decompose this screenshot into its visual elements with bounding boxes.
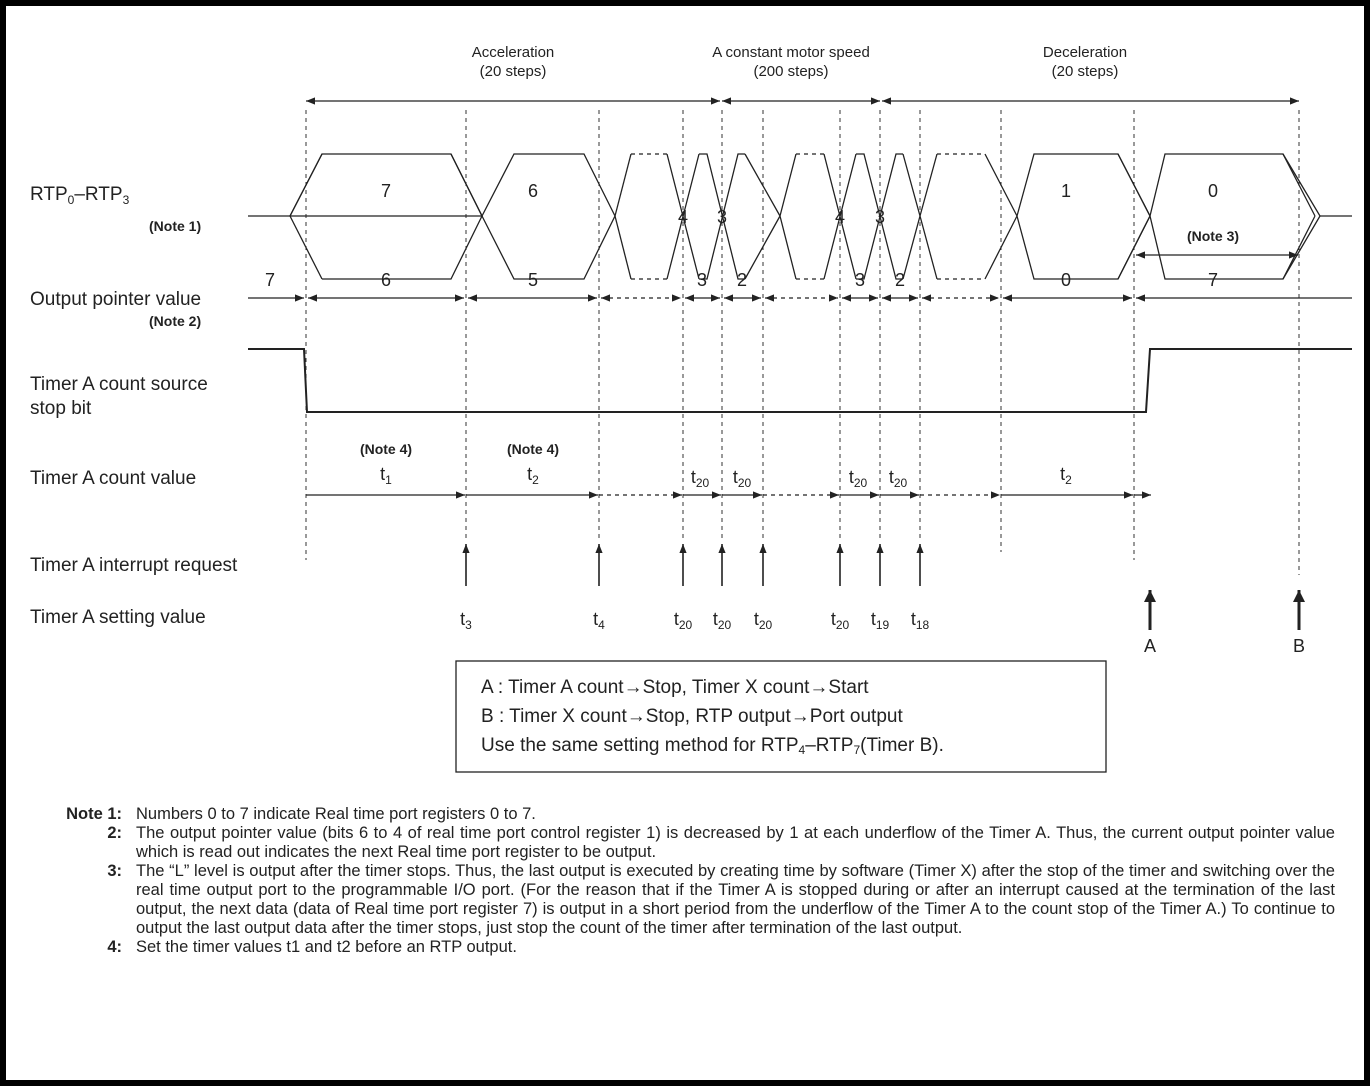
irq-row-label: Timer A interrupt request (30, 555, 238, 576)
phase-constant-steps: (200 steps) (753, 63, 828, 80)
rtp-value-1: 1 (1061, 181, 1071, 201)
count-t20-label-4: t20 (889, 467, 908, 490)
note-1-text: Numbers 0 to 7 indicate Real time port r… (136, 805, 536, 823)
rtp-value-4a: 4 (678, 207, 688, 227)
setting-value-t4: t4 (593, 609, 605, 632)
note-4-text: Set the timer values t1 and t2 before an… (136, 938, 517, 956)
phase-acceleration-title: Acceleration (472, 44, 555, 61)
note-2-number: 2: (107, 824, 122, 842)
pointer-value-3a: 3 (697, 270, 707, 290)
count-t20-label-3: t20 (849, 467, 868, 490)
count-labels: (Note 4) (Note 4) t1 t2 t20 t20 t20 t20 … (360, 441, 1072, 490)
setting-value-t19: t19 (871, 609, 890, 632)
note3-label: (Note 3) (1187, 228, 1239, 244)
stopbit-row-label-1: Timer A count source (30, 374, 208, 395)
pointer-value-2b: 2 (895, 270, 905, 290)
note-1-number: Note 1: (66, 805, 122, 823)
marker-arrows (1144, 590, 1305, 630)
marker-b-label: B (1293, 636, 1305, 656)
footnotes: Note 1: Numbers 0 to 7 indicate Real tim… (60, 805, 1335, 957)
rtp-value-6: 6 (528, 181, 538, 201)
legend-box (455, 660, 1107, 773)
rtp-row-label: RTP0–RTP3 (30, 184, 130, 207)
rtp-waveform (248, 153, 1352, 280)
pointer-value-3b: 3 (855, 270, 865, 290)
phase-constant-title: A constant motor speed (712, 44, 870, 61)
rtp-value-4b: 4 (835, 207, 845, 227)
setting-row-label: Timer A setting value (30, 607, 206, 628)
count-t2-label-decel: t2 (1060, 464, 1072, 487)
note-3-text: The “L” level is output after the timer … (136, 862, 1335, 937)
pointer-value-7a: 7 (265, 270, 275, 290)
count-t20-label-2: t20 (733, 467, 752, 490)
rtp-value-3a: 3 (717, 207, 727, 227)
phase-deceleration-title: Deceleration (1043, 44, 1127, 61)
setting-value-t20-1: t20 (674, 609, 693, 632)
count-t20-label-1: t20 (691, 467, 710, 490)
pointer-value-5: 5 (528, 270, 538, 290)
legend-line-b: B : Timer X count→Stop, RTP output→Port … (481, 706, 903, 727)
stopbit-waveform (248, 348, 1352, 413)
rtp-values: 7 6 4 3 4 3 1 0 (381, 181, 1218, 227)
phase-acceleration-steps: (20 steps) (480, 63, 547, 80)
setting-value-t20-4: t20 (831, 609, 850, 632)
rtp-value-0: 0 (1208, 181, 1218, 201)
note-4: 4: Set the timer values t1 and t2 before… (60, 938, 1335, 957)
legend-line-a: A : Timer A count→Stop, Timer X count→St… (481, 677, 869, 698)
setting-values: t3 t4 t20 t20 t20 t20 t19 t18 (460, 609, 929, 632)
note-3-number: 3: (107, 862, 122, 880)
count-t2-label: t2 (527, 464, 539, 487)
note-1: Note 1: Numbers 0 to 7 indicate Real tim… (60, 805, 1335, 824)
pointer-value-6: 6 (381, 270, 391, 290)
pointer-value-2a: 2 (737, 270, 747, 290)
count-t1-label: t1 (380, 464, 392, 487)
note4-label-t1: (Note 4) (360, 441, 412, 457)
note4-label-t2: (Note 4) (507, 441, 559, 457)
setting-value-t3: t3 (460, 609, 472, 632)
count-row-label: Timer A count value (30, 468, 196, 489)
interrupt-arrows (462, 544, 924, 586)
note-2-text: The output pointer value (bits 6 to 4 of… (136, 824, 1335, 861)
rtp-note1-label: (Note 1) (149, 218, 201, 234)
note-3: 3: The “L” level is output after the tim… (60, 862, 1335, 938)
pointer-value-7b: 7 (1208, 270, 1218, 290)
marker-a-label: A (1144, 636, 1156, 656)
setting-value-t20-2: t20 (713, 609, 732, 632)
pointer-row-label: Output pointer value (30, 289, 201, 310)
setting-value-t20-3: t20 (754, 609, 773, 632)
rtp-value-3b: 3 (875, 207, 885, 227)
rtp-value-7: 7 (381, 181, 391, 201)
setting-value-t18: t18 (911, 609, 930, 632)
phase-headers: Acceleration (20 steps) A constant motor… (472, 44, 1127, 80)
legend-line-c: Use the same setting method for RTP4–RTP… (481, 735, 944, 757)
phase-deceleration-steps: (20 steps) (1052, 63, 1119, 80)
row-labels: RTP0–RTP3 (Note 1) Output pointer value … (30, 184, 238, 628)
pointer-note2-label: (Note 2) (149, 313, 201, 329)
pointer-values: 7 6 5 3 2 3 2 0 7 (265, 270, 1218, 290)
time-guides (305, 110, 1300, 575)
timing-diagram: Acceleration (20 steps) A constant motor… (30, 44, 1352, 773)
note-4-number: 4: (107, 938, 122, 956)
pointer-value-0: 0 (1061, 270, 1071, 290)
note-2: 2: The output pointer value (bits 6 to 4… (60, 824, 1335, 862)
stopbit-row-label-2: stop bit (30, 398, 92, 419)
